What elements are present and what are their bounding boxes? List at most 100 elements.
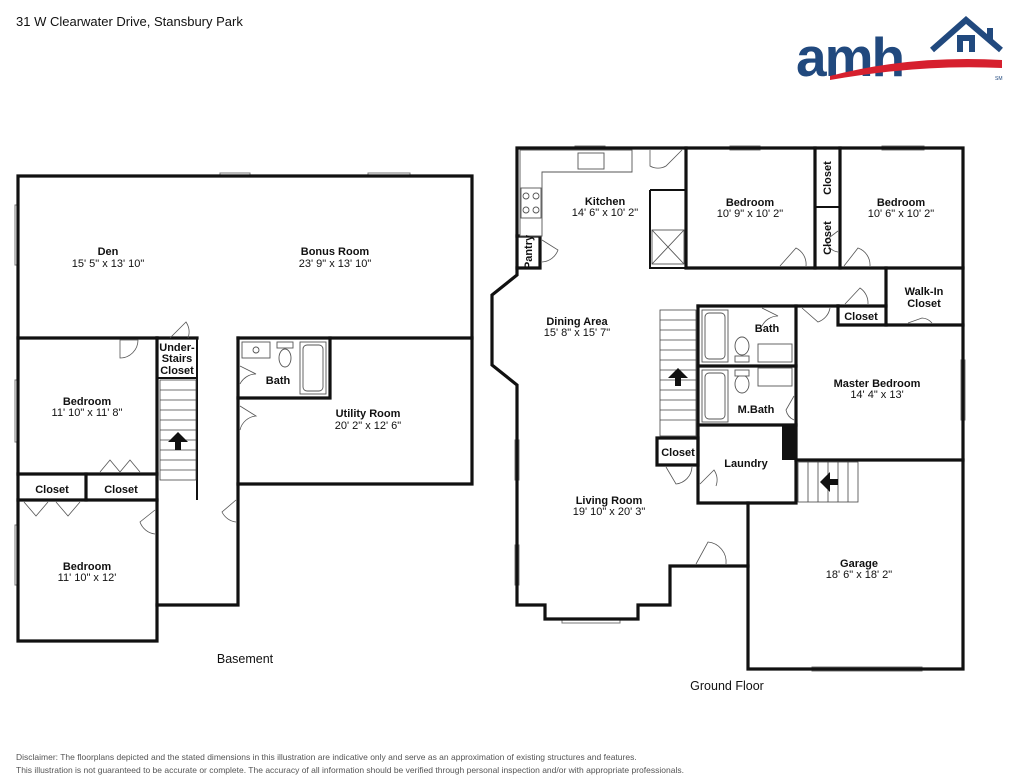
logo-swoosh-icon — [830, 59, 1002, 80]
understairs-closet-label-3: Closet — [160, 365, 194, 377]
utility-room-dimensions: 20' 2" x 12' 6" — [335, 420, 402, 432]
door-swing — [23, 501, 81, 517]
toilet-tank-icon — [734, 355, 750, 363]
door-swing — [99, 459, 141, 473]
door-swing — [665, 466, 693, 485]
stove-icon — [520, 187, 542, 219]
door-swing — [843, 247, 871, 267]
basement-outer-wall — [16, 174, 474, 643]
stair-left-arrow-icon — [820, 472, 838, 492]
door-swing — [801, 307, 831, 323]
door-swing — [239, 405, 258, 431]
door-swing — [761, 307, 779, 327]
ground-wall — [649, 190, 686, 269]
ground-wall-column — [782, 425, 796, 460]
basement-wall — [236, 336, 332, 400]
toilet-icon — [734, 336, 750, 356]
basement-bedroom-1-dimensions: 11' 10" x 11' 8" — [52, 407, 123, 419]
ground-bath-fixtures — [701, 309, 793, 423]
kitchen-counters — [519, 149, 685, 265]
logo-chimney-icon — [987, 28, 993, 40]
garage-steps — [797, 461, 859, 503]
dining-area-dimensions: 15' 8" x 15' 7" — [544, 327, 611, 339]
den-dimensions: 15' 5" x 13' 10" — [72, 258, 145, 270]
logo-service-mark: SM — [995, 76, 1003, 82]
ground-stairs-main — [659, 309, 697, 437]
kitchen-label: Kitchen — [585, 196, 626, 208]
stair-up-arrow-icon — [168, 432, 188, 450]
basement-bath-label: Bath — [266, 375, 291, 387]
door-swing — [169, 321, 190, 339]
basement-closet-2-label: Closet — [104, 484, 138, 496]
bonus-room-dimensions: 23' 9" x 13' 10" — [299, 258, 372, 270]
door-swing — [541, 239, 559, 263]
pantry-label: Pantry — [523, 234, 535, 269]
door-swing — [779, 247, 807, 267]
ground-wall — [836, 304, 888, 327]
toilet-icon — [734, 374, 750, 394]
laundry-label: Laundry — [724, 458, 768, 470]
master-closet-label: Closet — [844, 311, 878, 323]
master-bath-label: M.Bath — [738, 404, 775, 416]
ground-closet-2-label: Closet — [822, 221, 834, 255]
walk-in-closet-label-2: Closet — [907, 298, 941, 310]
understairs-closet-label-1: Under- — [159, 342, 195, 354]
basement-floor-label: Basement — [217, 652, 274, 666]
ground-bedroom-1-label: Bedroom — [726, 197, 775, 209]
door-swing — [695, 541, 727, 565]
door-swing — [785, 395, 795, 421]
door-swing — [699, 469, 718, 487]
door-swing — [239, 365, 257, 385]
basement-bedroom-2-dimensions: 11' 10" x 12' — [58, 572, 117, 584]
master-bedroom-label: Master Bedroom — [834, 378, 921, 390]
logo-text: amh — [796, 26, 903, 88]
basement-bath-fixtures — [241, 341, 327, 395]
walk-in-closet-label-1: Walk-In — [905, 286, 944, 298]
toilet-icon — [278, 348, 292, 368]
amh-logo: amh SM — [796, 16, 1003, 88]
ground-bedroom-1-dimensions: 10' 9" x 10' 2" — [717, 208, 784, 220]
bay-window — [491, 274, 518, 386]
kitchen-sink-icon — [577, 152, 605, 170]
living-room-label: Living Room — [576, 495, 643, 507]
bonus-room-label: Bonus Room — [301, 246, 370, 258]
sink-icon — [757, 343, 793, 363]
dining-area-label: Dining Area — [546, 316, 608, 328]
stair-closet-label: Closet — [661, 447, 695, 459]
understairs-closet-label-2: Stairs — [162, 353, 193, 365]
logo-door-icon — [957, 35, 975, 52]
ground-bedroom-2-dimensions: 10' 6" x 10' 2" — [868, 208, 935, 220]
toilet-tank-icon — [276, 341, 294, 349]
basement-floor: Den 15' 5" x 13' 10" Bonus Room 23' 9" x… — [14, 172, 474, 666]
master-bedroom-dimensions: 14' 4" x 13' — [850, 389, 903, 401]
door-swing — [649, 149, 683, 169]
garage-label: Garage — [840, 558, 878, 570]
door-swing — [907, 317, 933, 324]
door-swing — [825, 230, 839, 253]
ground-wall — [655, 436, 700, 467]
door-swing — [221, 499, 237, 523]
door-swing — [139, 509, 156, 535]
basement-bedroom-2-label: Bedroom — [63, 561, 112, 573]
sink-icon — [757, 367, 793, 387]
living-room-dimensions: 19' 10" x 20' 3" — [573, 506, 646, 518]
utility-room-label: Utility Room — [336, 408, 401, 420]
ground-bedroom-2-label: Bedroom — [877, 197, 926, 209]
ground-closet-1-label: Closet — [822, 161, 834, 195]
disclaimer: Disclaimer: The floorplans depicted and … — [16, 751, 684, 777]
stair-up-arrow-icon — [668, 368, 688, 386]
door-swing — [119, 339, 139, 359]
basement-bedroom-1-label: Bedroom — [63, 396, 112, 408]
basement-closet-1-label: Closet — [35, 484, 69, 496]
ground-floor: Kitchen 14' 6" x 10' 2" Pantry Bedroom 1… — [490, 145, 966, 693]
ground-bath-label: Bath — [755, 323, 780, 335]
disclaimer-line-1: Disclaimer: The floorplans depicted and … — [16, 752, 637, 762]
garage-dimensions: 18' 6" x 18' 2" — [826, 569, 893, 581]
door-swing — [844, 287, 869, 305]
basement-stairs — [159, 379, 197, 481]
disclaimer-line-2: This illustration is not guaranteed to b… — [16, 765, 684, 775]
toilet-tank-icon — [734, 369, 750, 377]
property-address: 31 W Clearwater Drive, Stansbury Park — [16, 14, 243, 29]
